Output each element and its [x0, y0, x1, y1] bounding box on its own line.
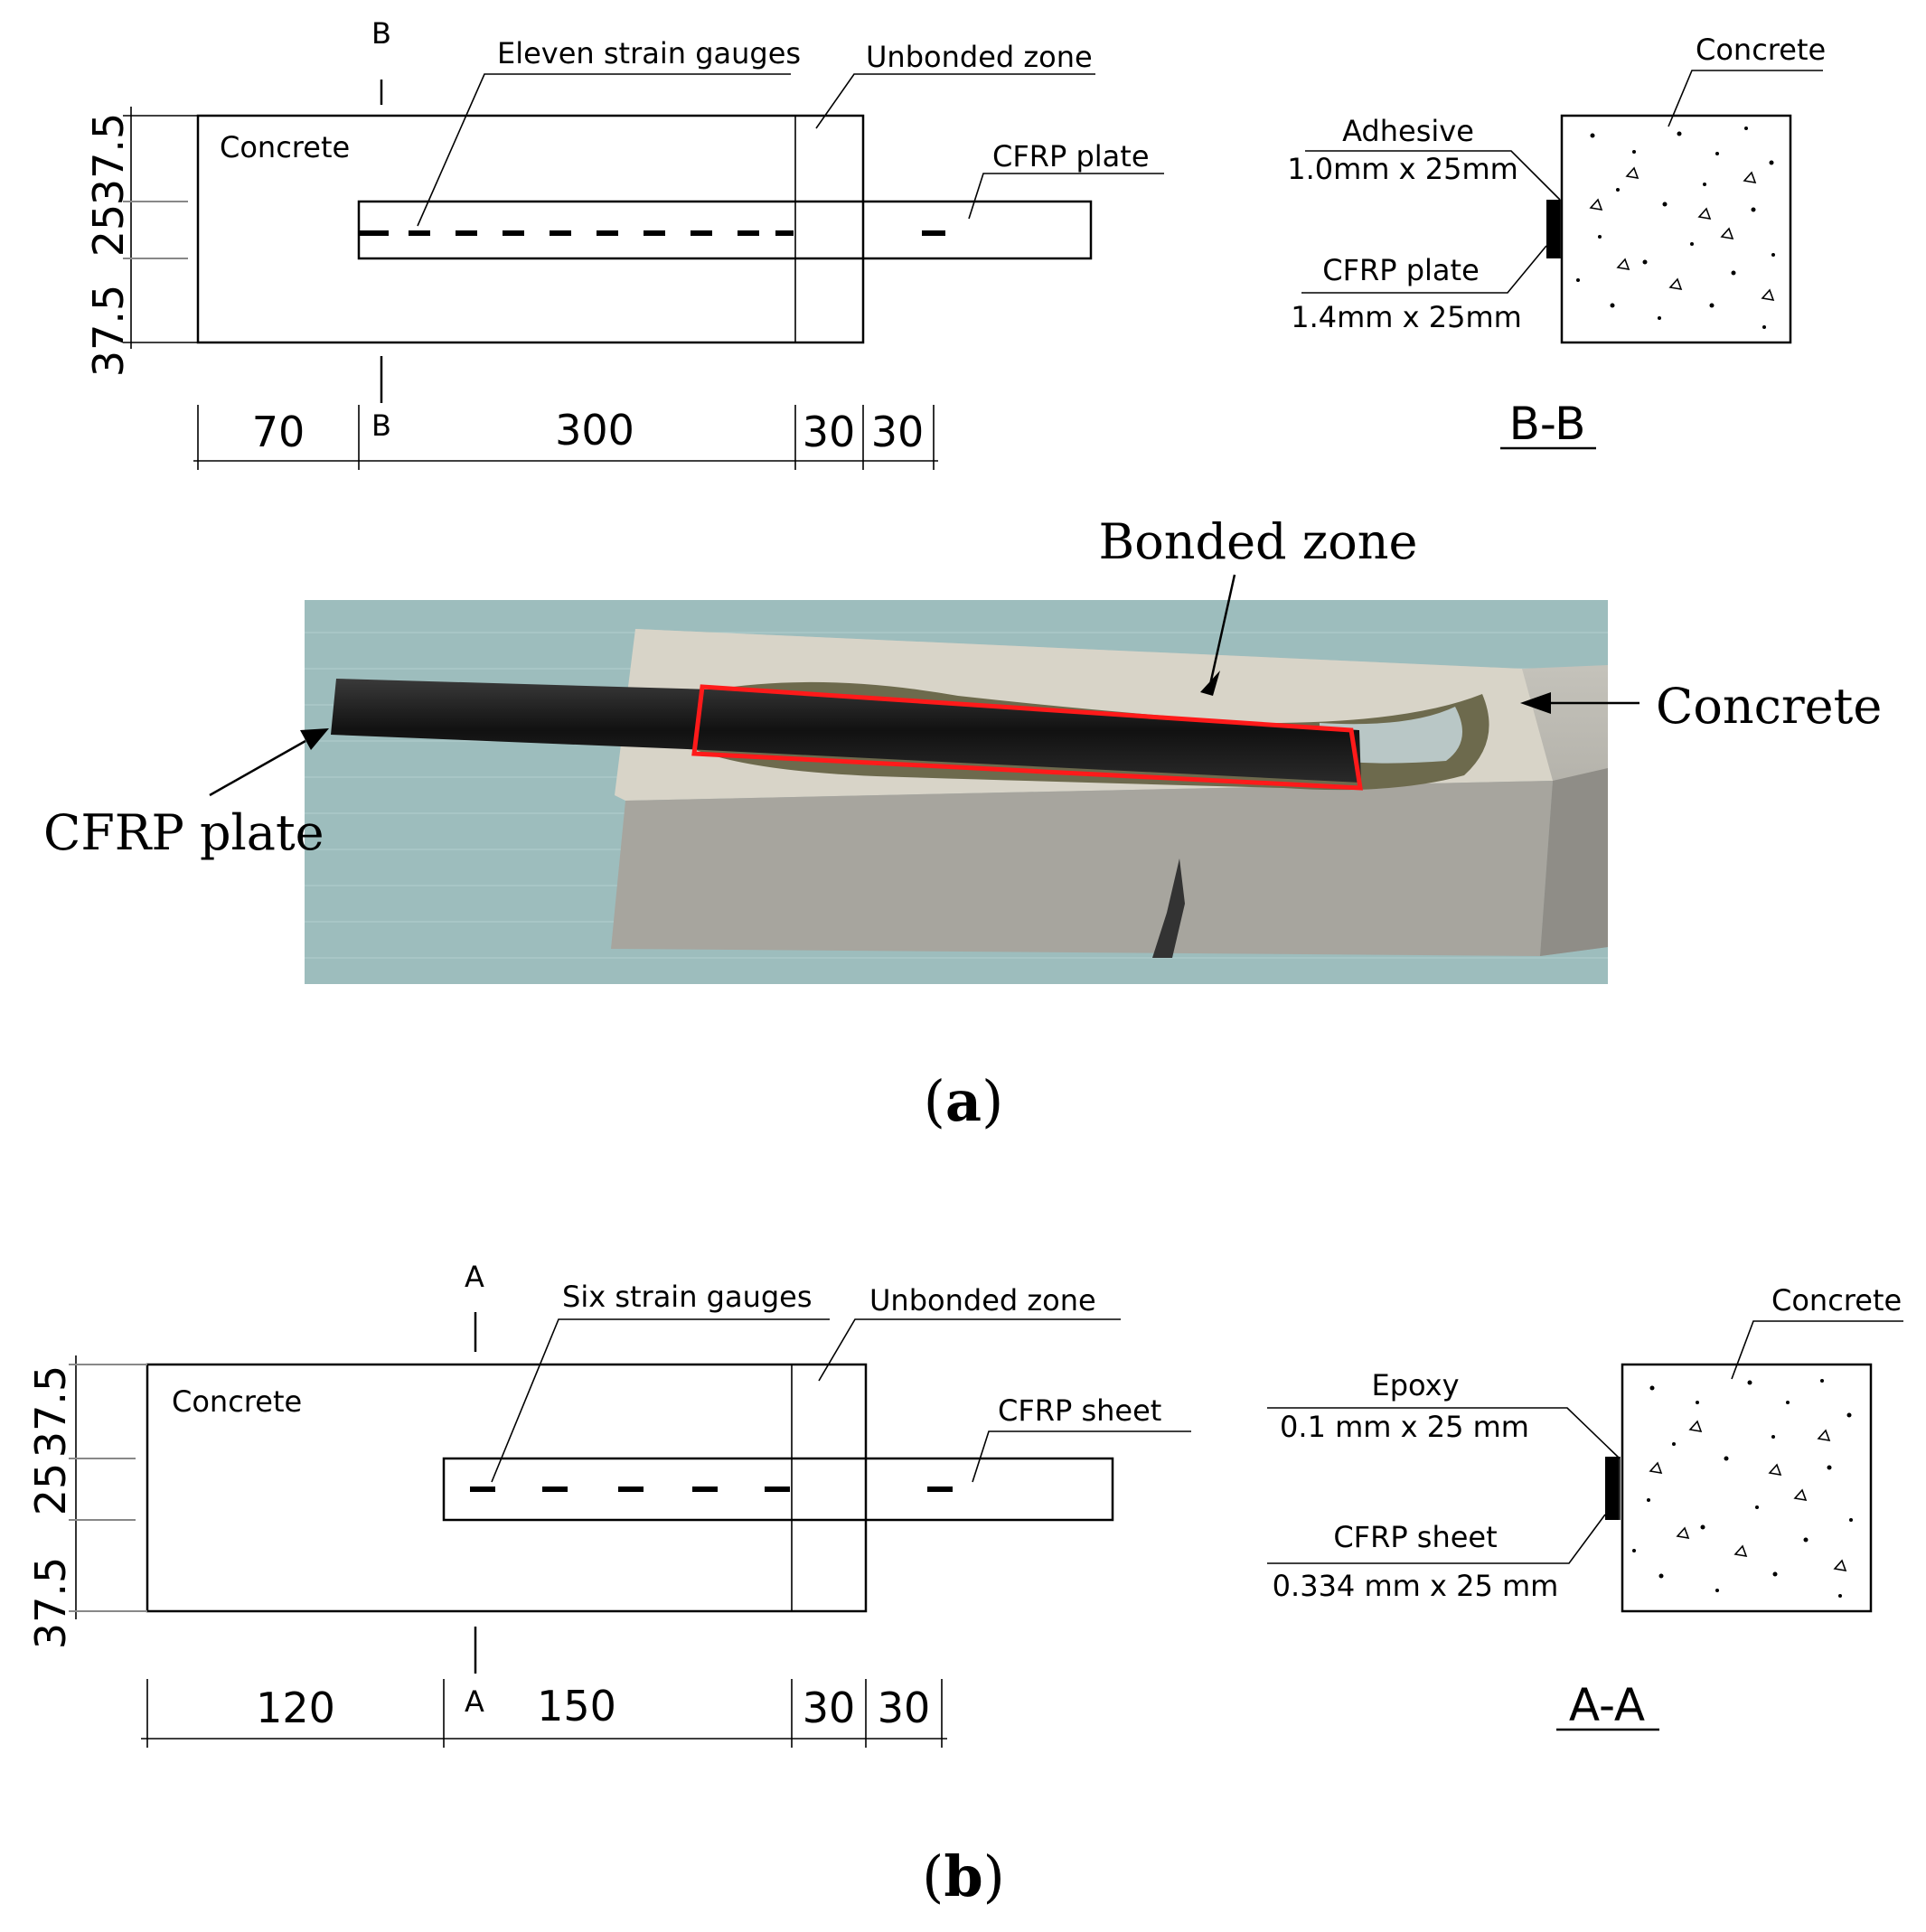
dimension-value: 300 — [555, 406, 634, 455]
dimension-horizontal-a: 70 300 30 30 — [193, 405, 938, 470]
plate-label-section-a: CFRP plate — [1322, 253, 1480, 287]
aggregate-dots-a — [1576, 127, 1775, 329]
crack-mark — [1152, 858, 1185, 958]
cfrp-plate-photo-label: CFRP plate — [43, 804, 324, 861]
sheet-leader-b — [972, 1430, 1191, 1483]
cfrp-plate-arrow — [209, 739, 306, 797]
unbonded-leader-a — [815, 73, 1095, 129]
section-label-top-a: B — [371, 16, 391, 51]
dimension-value: 30 — [803, 408, 856, 456]
section-label-top-b: A — [465, 1260, 484, 1294]
gauges-leader-b — [491, 1318, 830, 1483]
aggregate-triangles-a — [1589, 166, 1775, 302]
dimension-value: 30 — [871, 408, 925, 456]
concrete-side-face — [1540, 768, 1608, 956]
caption-open: ( — [924, 1068, 945, 1134]
dimension-value: 37.5 — [84, 113, 133, 205]
photo-annotations: Bonded zone Concrete CFRP plate — [43, 513, 1882, 861]
caption-open: ( — [922, 1843, 944, 1909]
section-label-bottom-a: B — [371, 408, 391, 443]
section-title-a-a: A-A — [1569, 1679, 1645, 1731]
section-title-b-b: B-B — [1509, 398, 1586, 450]
dimension-vertical-b: 37.5 25 37.5 — [26, 1355, 147, 1649]
dimension-vertical-a: 37.5 25 37.5 — [84, 107, 198, 377]
epoxy-leader — [1267, 1407, 1621, 1459]
panel-b-plan: Concrete A A Six strain gauges Unbonded … — [26, 1260, 1191, 1748]
concrete-label-section-a: Concrete — [1696, 33, 1826, 67]
plate-leader-a — [968, 173, 1164, 220]
caption-b: (b) — [922, 1843, 1005, 1909]
gauges-label-b: Six strain gauges — [562, 1280, 813, 1314]
bonded-zone-label: Bonded zone — [1099, 513, 1418, 570]
unbonded-leader-b — [818, 1318, 1121, 1382]
section-b-b: Concrete Adhesive 1.0mm x 25mm CFRP plat… — [1287, 33, 1826, 450]
dimension-value: 37.5 — [26, 1557, 75, 1649]
plate-label-a: CFRP plate — [992, 139, 1150, 174]
adhesive-label: Adhesive — [1342, 114, 1474, 148]
cfrp-plate-section — [1546, 200, 1560, 258]
gauges-label-a: Eleven strain gauges — [497, 36, 801, 70]
svg-text:(a): (a) — [924, 1068, 1004, 1134]
section-a-a: Concrete Epoxy 0.1 mm x 25 mm CFRP sheet… — [1267, 1283, 1903, 1731]
plate-leader-section-a — [1301, 245, 1547, 294]
dimension-value: 70 — [252, 408, 305, 456]
sheet-label-section-b: CFRP sheet — [1333, 1520, 1497, 1554]
dimension-value: 25 — [84, 204, 133, 258]
dimension-value: 30 — [878, 1683, 931, 1732]
unbonded-label-b: Unbonded zone — [869, 1283, 1096, 1318]
aggregate-triangles-b — [1649, 1420, 1847, 1572]
epoxy-label: Epoxy — [1372, 1368, 1460, 1402]
caption-a: (a) — [924, 1068, 1004, 1134]
cfrp-plate-photo — [331, 679, 1361, 783]
concrete-section-a — [1560, 114, 1792, 344]
arrow-head — [1520, 692, 1551, 714]
concrete-label-b: Concrete — [172, 1384, 302, 1419]
concrete-front-face — [611, 781, 1553, 956]
unbonded-label-a: Unbonded zone — [866, 40, 1093, 74]
bonded-zone-arrow — [1207, 574, 1236, 689]
arrow-head — [1200, 671, 1220, 696]
epoxy-size: 0.1 mm x 25 mm — [1280, 1410, 1529, 1444]
caption-letter-b: b — [944, 1843, 982, 1909]
caption-close: ) — [983, 1843, 1005, 1909]
panel-a-plan: Concrete B B Eleven strain gauges Unbond… — [84, 16, 1164, 470]
specimen-photo — [305, 600, 1608, 984]
concrete-photo-label: Concrete — [1656, 678, 1882, 735]
caption-letter-a: a — [945, 1068, 982, 1134]
adhesive-size: 1.0mm x 25mm — [1287, 152, 1518, 186]
dimension-value: 37.5 — [84, 285, 133, 377]
svg-text:(b): (b) — [922, 1843, 1005, 1909]
concrete-block-a — [196, 114, 865, 344]
concrete-section-b — [1621, 1363, 1873, 1613]
cfrp-plate-strip-a — [357, 200, 1093, 260]
plate-size-section-a: 1.4mm x 25mm — [1291, 300, 1522, 334]
dimension-value: 150 — [537, 1682, 616, 1730]
dimension-horizontal-b: 120 150 30 30 — [141, 1679, 947, 1748]
concrete-leader-section-b — [1731, 1320, 1903, 1380]
aggregate-dots-b — [1632, 1379, 1853, 1598]
sheet-size-section-b: 0.334 mm x 25 mm — [1273, 1569, 1559, 1603]
cfrp-sheet-strip-b — [442, 1457, 1114, 1522]
section-label-bottom-b: A — [465, 1684, 484, 1719]
sheet-label-b: CFRP sheet — [998, 1393, 1161, 1428]
concrete-label-section-b: Concrete — [1771, 1283, 1902, 1318]
concrete-block-b — [146, 1363, 868, 1613]
gauges-leader-a — [417, 73, 791, 227]
dimension-value: 120 — [256, 1683, 335, 1732]
cfrp-sheet-section — [1605, 1457, 1619, 1520]
concrete-leader-section-a — [1668, 70, 1823, 127]
adhesive-leader — [1305, 150, 1561, 201]
sheet-leader-section-b — [1267, 1514, 1606, 1564]
dimension-value: 37.5 — [26, 1365, 75, 1458]
dimension-value: 30 — [803, 1683, 856, 1732]
arrow-head — [300, 728, 329, 750]
bonded-zone-outline — [691, 684, 1363, 791]
concrete-label-a: Concrete — [220, 130, 350, 164]
caption-close: ) — [982, 1068, 1003, 1134]
dimension-value: 25 — [26, 1463, 75, 1516]
